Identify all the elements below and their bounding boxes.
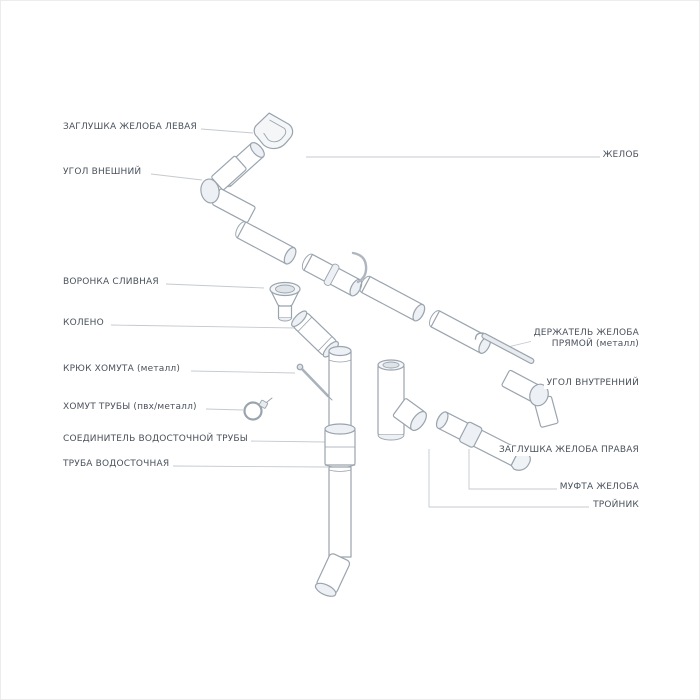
downpipe-upper-drawing xyxy=(328,345,352,428)
downpipe-connector-drawing xyxy=(324,423,356,468)
label-tee: ТРОЙНИК xyxy=(590,500,639,511)
leader-line xyxy=(172,465,329,468)
pipe-outlet-elbow-drawing xyxy=(314,553,351,597)
label-downpipe: ТРУБА ВОДОСТОЧНАЯ xyxy=(63,459,173,470)
leader-line xyxy=(190,370,296,374)
leader-line xyxy=(200,128,254,134)
leader-line xyxy=(245,440,326,443)
gutter-segment-drawing xyxy=(235,221,297,265)
corner-outer-drawing xyxy=(200,155,256,223)
label-drain-funnel: ВОРОНКА СЛИВНАЯ xyxy=(63,277,162,288)
label-gutter-end-cap-left: ЗАГЛУШКА ЖЕЛОБА ЛЕВАЯ xyxy=(63,122,200,133)
gutter-bracket-straight-drawing xyxy=(474,332,535,365)
leader-line xyxy=(165,283,265,289)
label-gutter-coupling: МУФТА ЖЕЛОБА xyxy=(556,482,639,493)
label-corner-inner: УГОЛ ВНУТРЕННИЙ xyxy=(543,378,639,389)
leader-line xyxy=(468,449,561,490)
label-gutter-end-cap-right: ЗАГЛУШКА ЖЕЛОБА ПРАВАЯ xyxy=(495,445,639,456)
label-pipe-clamp: ХОМУТ ТРУБЫ (пвх/металл) xyxy=(63,402,200,413)
label-corner-outer: УГОЛ ВНЕШНИЙ xyxy=(63,167,145,178)
gutter-hook-drawing xyxy=(351,251,368,284)
drain-funnel-drawing xyxy=(269,281,301,322)
corner-inner-drawing xyxy=(501,369,559,428)
tee-drawing xyxy=(377,359,427,441)
leader-line xyxy=(150,173,203,181)
leader-line xyxy=(110,324,298,329)
gutter-segment-drawing xyxy=(429,310,492,354)
gutter-segment-drawing xyxy=(301,253,363,297)
pipe-clamp-drawing xyxy=(243,397,273,421)
gutter-segment-drawing xyxy=(359,275,426,322)
gutter-coupling-endcap-drawing xyxy=(435,411,531,471)
label-downpipe-connector: СОЕДИНИТЕЛЬ ВОДОСТОЧНОЙ ТРУБЫ xyxy=(63,434,251,445)
label-clamp-hook-metal: КРЮК ХОМУТА (металл) xyxy=(63,364,184,375)
leader-line xyxy=(428,449,589,508)
label-elbow: КОЛЕНО xyxy=(63,318,107,329)
downpipe-lower-drawing xyxy=(328,466,352,558)
label-gutter-bracket: ДЕРЖАТЕЛЬ ЖЕЛОБА ПРЯМОЙ (металл) xyxy=(530,328,639,350)
leader-line xyxy=(205,408,244,411)
gutter-end-cap-left-drawing xyxy=(253,112,294,150)
label-gutter: ЖЕЛОБ xyxy=(599,150,639,161)
clamp-hook-drawing xyxy=(296,363,333,401)
